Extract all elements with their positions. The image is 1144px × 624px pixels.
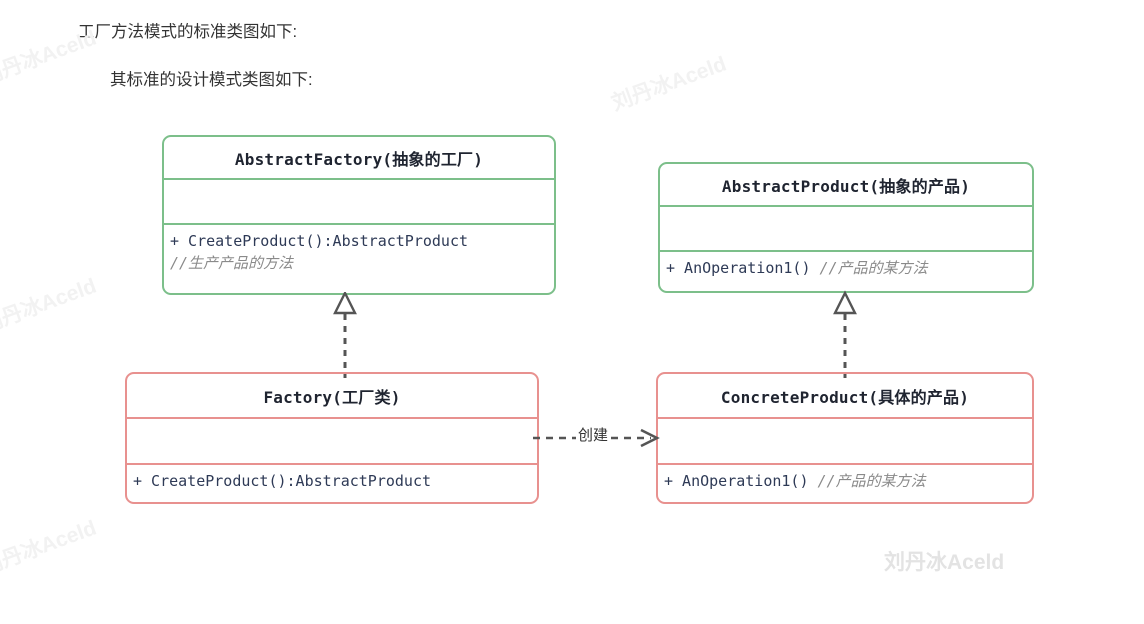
class-box-abstract-factory[interactable]: AbstractFactory(抽象的工厂) + CreateProduct()… — [162, 135, 556, 295]
class-title-factory: Factory(工厂类) — [263, 387, 401, 407]
attributes-compartment-concrete-product — [658, 419, 1032, 463]
class-box-concrete-product[interactable]: ConcreteProduct(具体的产品) + AnOperation1() … — [656, 372, 1034, 504]
hollow-triangle-arrowhead — [333, 292, 357, 315]
compartment-divider — [660, 205, 1032, 207]
operation-signature: + CreateProduct():AbstractProduct — [170, 232, 469, 250]
class-title-abstract-factory: AbstractFactory(抽象的工厂) — [234, 149, 484, 169]
operation-signature: + AnOperation1() — [666, 259, 811, 277]
class-box-factory[interactable]: Factory(工厂类) + CreateProduct():AbstractP… — [125, 372, 539, 504]
open-arrowhead — [640, 428, 660, 448]
compartment-divider — [660, 250, 1032, 252]
attributes-compartment-abstract-factory — [164, 180, 554, 223]
compartment-divider — [164, 223, 554, 225]
compartment-divider — [164, 178, 554, 180]
operations-compartment-abstract-factory: + CreateProduct():AbstractProduct //生产产品… — [164, 225, 554, 281]
operations-compartment-factory: + CreateProduct():AbstractProduct — [127, 465, 537, 499]
operations-compartment-abstract-product: + AnOperation1() //产品的某方法 — [660, 252, 1032, 286]
operation-comment: //生产产品的方法 — [170, 253, 294, 272]
operation-line: + AnOperation1() //产品的某方法 — [664, 471, 1032, 493]
watermark: 刘丹冰Aceld — [0, 516, 100, 580]
attributes-compartment-abstract-product — [660, 207, 1032, 250]
realization-arrow-factory-to-abstract-factory — [333, 292, 357, 378]
operation-signature: + AnOperation1() — [664, 472, 809, 490]
class-title-abstract-product: AbstractProduct(抽象的产品) — [721, 176, 971, 196]
operation-line: + AnOperation1() //产品的某方法 — [666, 258, 1032, 280]
compartment-divider — [127, 417, 537, 419]
watermark: 刘丹冰Aceld — [608, 52, 730, 116]
compartment-divider — [658, 417, 1032, 419]
compartment-divider — [127, 463, 537, 465]
class-box-abstract-product[interactable]: AbstractProduct(抽象的产品) + AnOperation1() … — [658, 162, 1034, 293]
page-title: 工厂方法模式的标准类图如下: — [78, 23, 298, 41]
watermark-signature: 刘丹冰Aceld — [884, 551, 1005, 574]
relation-label-create: 创建 — [576, 424, 611, 445]
page-subtitle: 其标准的设计模式类图如下: — [110, 71, 313, 89]
realization-arrow-concrete-product-to-abstract-product — [833, 290, 857, 378]
attributes-compartment-factory — [127, 419, 537, 463]
class-title-concrete-product: ConcreteProduct(具体的产品) — [720, 387, 970, 407]
operation-comment: //产品的某方法 — [817, 472, 926, 490]
operation-signature: + CreateProduct():AbstractProduct — [133, 472, 432, 490]
compartment-divider — [658, 463, 1032, 465]
operation-comment: //产品的某方法 — [819, 259, 928, 277]
hollow-triangle-arrowhead — [833, 290, 857, 315]
operations-compartment-concrete-product: + AnOperation1() //产品的某方法 — [658, 465, 1032, 499]
watermark: 刘丹冰Aceld — [0, 274, 100, 338]
